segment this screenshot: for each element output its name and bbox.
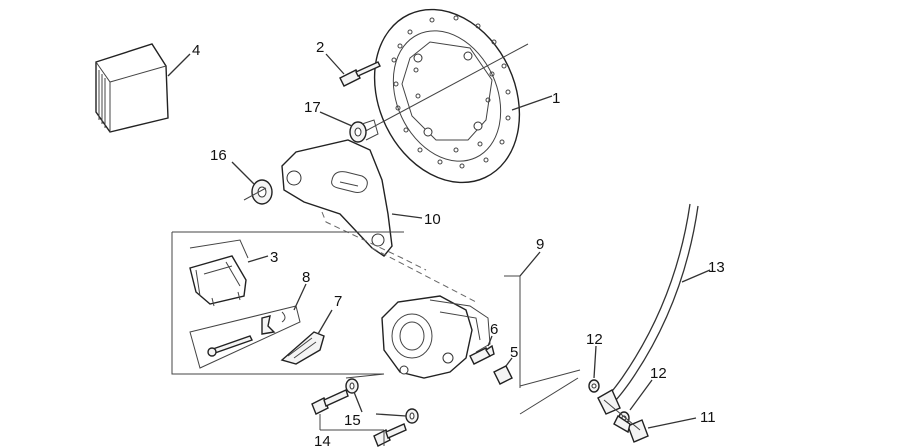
callout-6: 6 (490, 321, 498, 338)
callout-8: 8 (302, 269, 310, 286)
callout-17: 17 (304, 99, 321, 116)
callout-2: 2 (316, 39, 324, 56)
callout-12-lower: 12 (650, 365, 667, 382)
part-14-caliper-bolts (311, 373, 407, 447)
callout-16: 16 (210, 147, 227, 164)
callout-4: 4 (192, 42, 200, 59)
callout-5: 5 (510, 344, 518, 361)
part-9-caliper-assembly-frame (171, 231, 541, 388)
callout-9: 9 (536, 236, 544, 253)
part-17-spacer (319, 111, 379, 143)
callout-7: 7 (334, 293, 342, 310)
part-2-disc-screw (325, 53, 381, 87)
callout-15: 15 (344, 412, 361, 429)
callout-10: 10 (424, 211, 441, 228)
part-3-brake-pads (189, 239, 269, 307)
part-1-brake-disc (359, 8, 553, 184)
callout-3: 3 (270, 249, 278, 266)
part-16-spacer (231, 161, 273, 205)
part-7-pad-spring (280, 309, 333, 365)
part-10-caliper-bracket (281, 139, 423, 257)
part-5-cap (493, 357, 513, 385)
part-12-copper-washers (588, 345, 653, 425)
callout-1: 1 (552, 90, 560, 107)
callout-14: 14 (314, 433, 331, 448)
part-15-washers (345, 378, 419, 424)
callout-11: 11 (700, 409, 716, 426)
part-6-bleed-screw (469, 335, 495, 365)
part-8-pin-kit (189, 283, 307, 369)
callout-13: 13 (708, 259, 725, 276)
caliper-body (381, 295, 491, 379)
callout-12-upper: 12 (586, 331, 603, 348)
part-11-banjo-bolt (613, 414, 697, 443)
part-4-booklet (95, 43, 191, 133)
mounting-dashed-line (321, 211, 477, 303)
hose-routing-line (519, 369, 641, 431)
